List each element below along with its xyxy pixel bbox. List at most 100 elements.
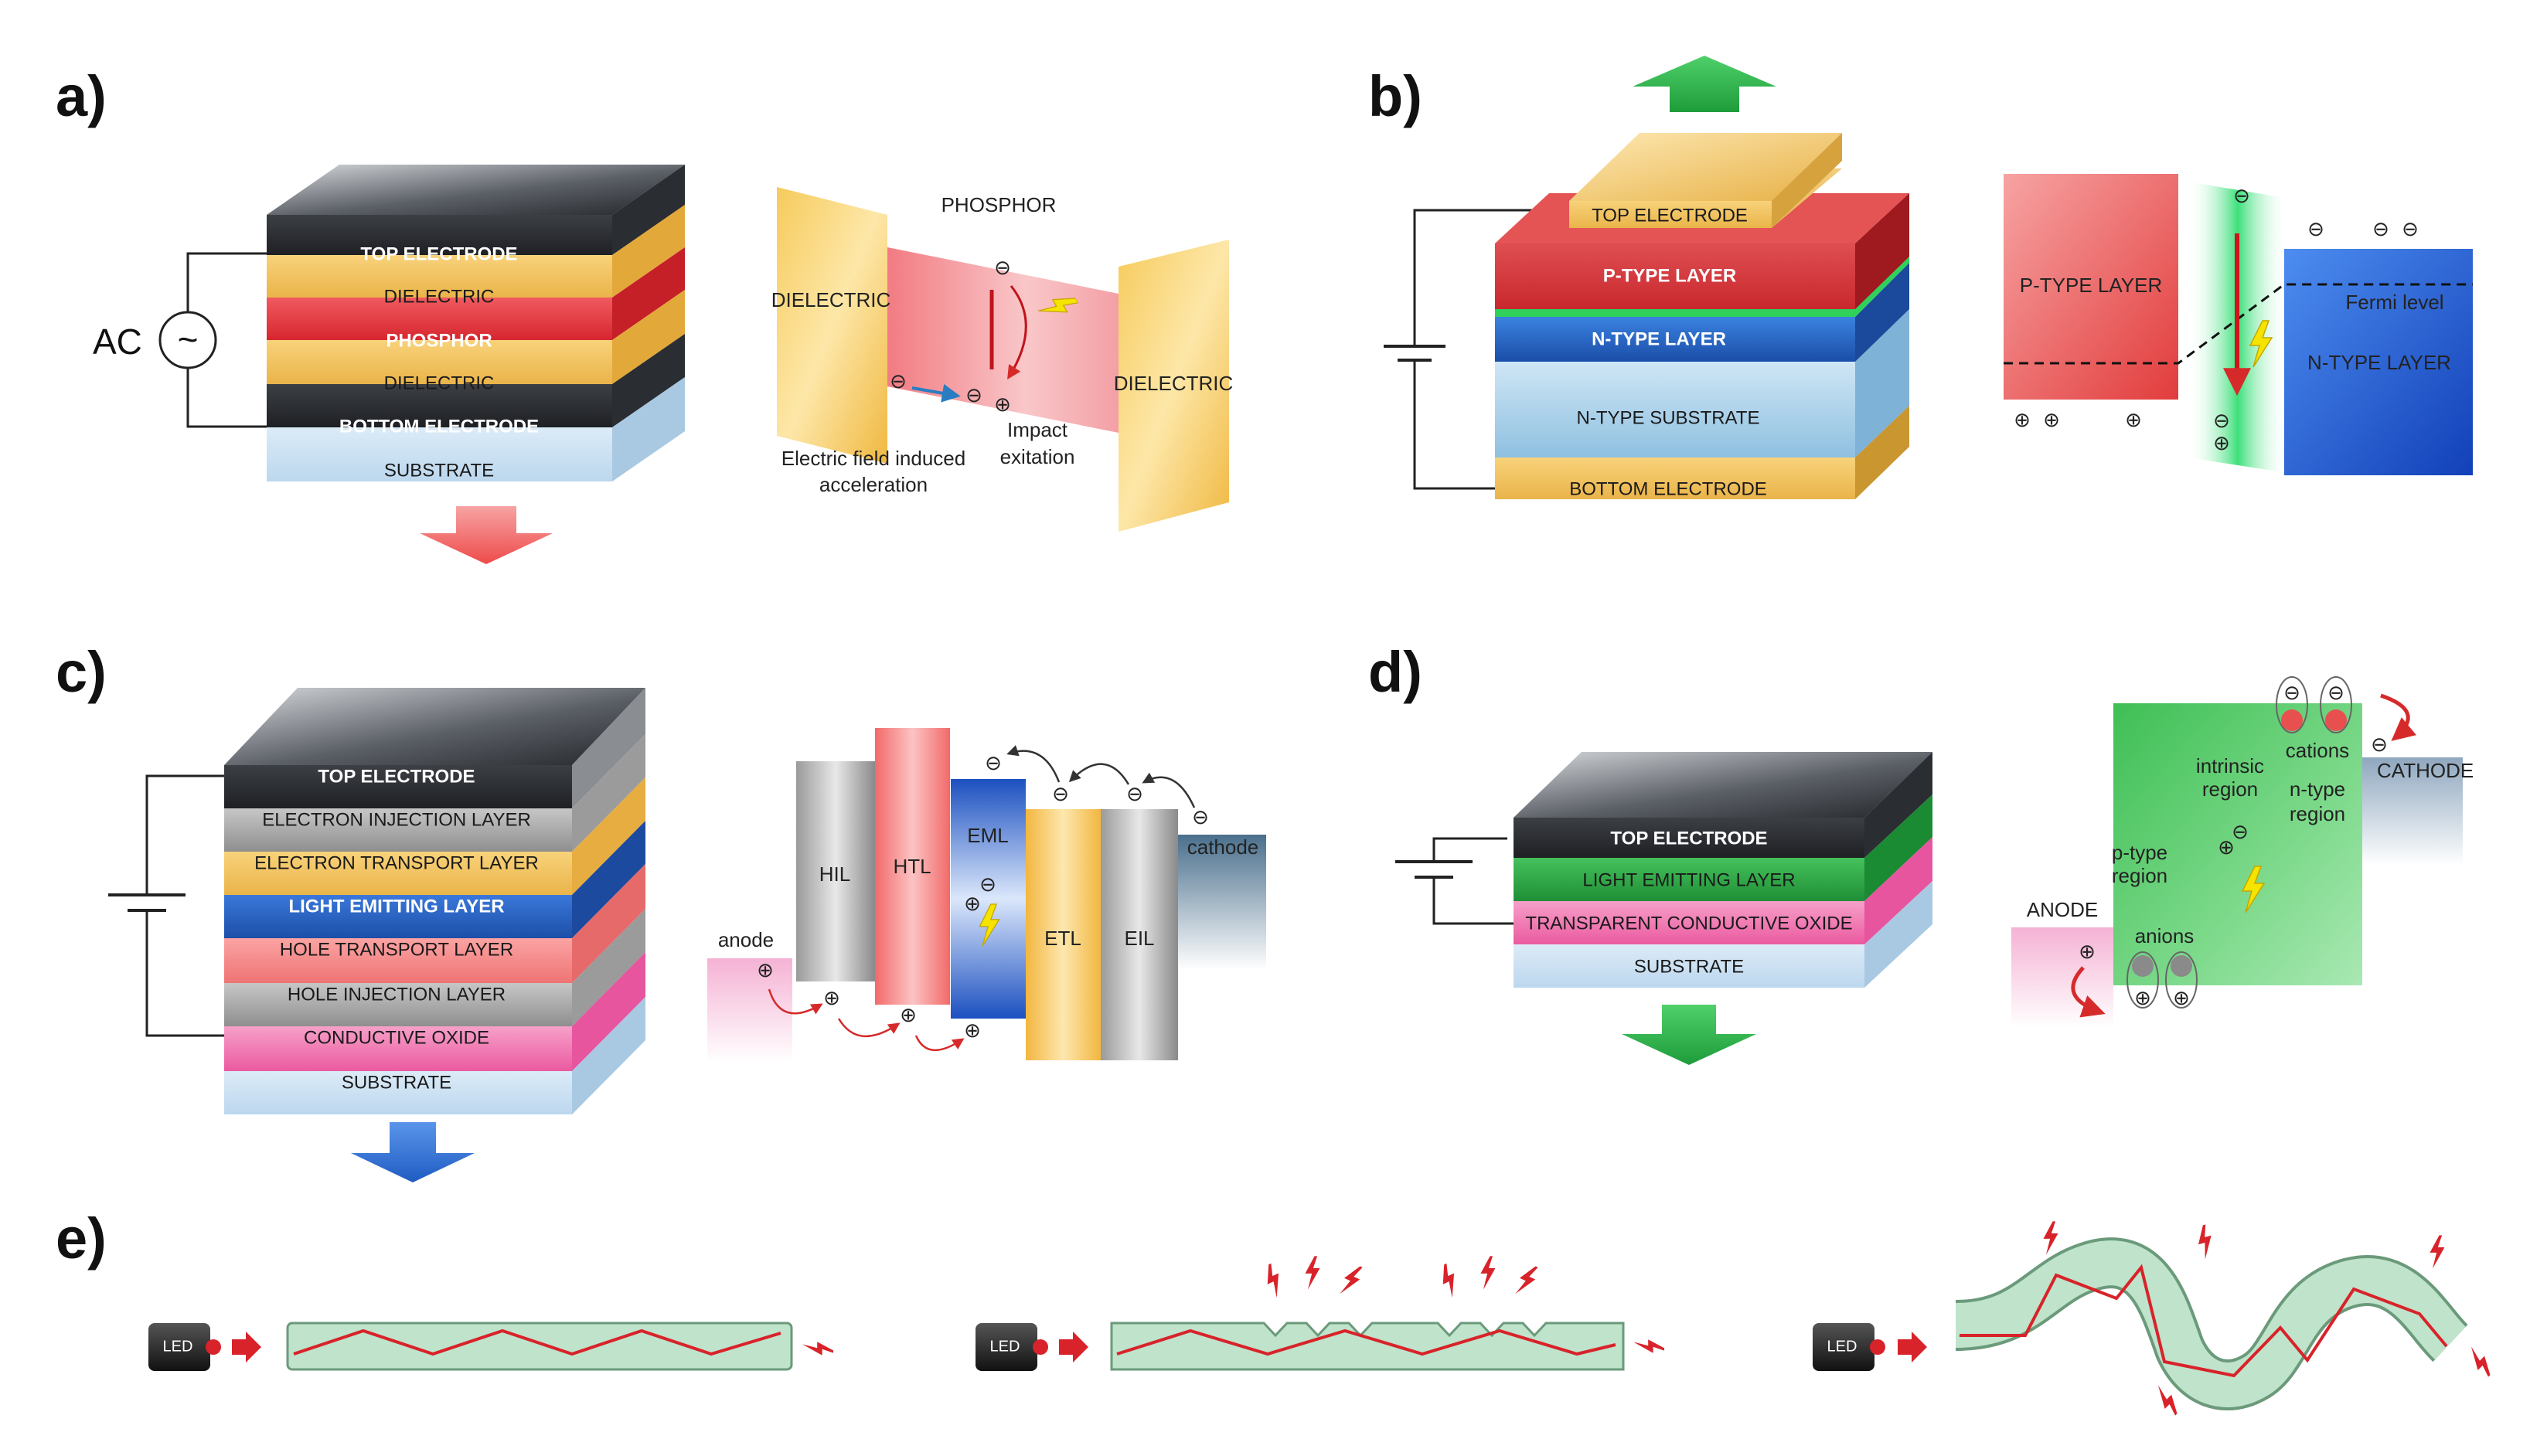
electron-hop-arrow bbox=[1142, 772, 1196, 808]
electron-symbol: ⊖ bbox=[2233, 184, 2250, 207]
band-diagram-d: ANODE CATHODE cations anions intrinsic r… bbox=[2011, 676, 2474, 1028]
intrinsic-label-2: region bbox=[2202, 777, 2258, 801]
eil-label: EIL bbox=[1124, 927, 1154, 950]
led-lens bbox=[1870, 1339, 1885, 1355]
layer-tco-d bbox=[1514, 901, 1864, 944]
hole-symbol: ⊕ bbox=[2014, 408, 2031, 431]
layer-top-electrode-c bbox=[224, 765, 572, 808]
stack-side bbox=[572, 864, 645, 983]
panel-d: d) TOP ELECTRODE LIGHT EMITTING LAYER TR… bbox=[1368, 640, 2474, 1065]
led-label: LED bbox=[163, 1338, 193, 1355]
eml-block bbox=[951, 779, 1026, 1019]
hole-hop-arrow bbox=[914, 1035, 965, 1051]
fermi-level-line bbox=[2004, 283, 2473, 365]
stack-side bbox=[572, 777, 645, 895]
ray-path bbox=[1960, 1264, 2448, 1378]
layer-label: TRANSPARENT CONDUCTIVE OXIDE bbox=[1525, 913, 1852, 934]
fiber-notched: LED bbox=[976, 1256, 1664, 1371]
emission-arrow-down bbox=[351, 1122, 475, 1182]
fiber-bent: LED bbox=[1813, 1221, 2498, 1418]
anode-label: ANODE bbox=[2027, 898, 2098, 921]
hole-symbol: ⊕ bbox=[2079, 940, 2096, 963]
electron-symbol: ⊖ bbox=[994, 256, 1011, 279]
acceleration-arrow bbox=[911, 383, 961, 403]
hole-symbol: ⊕ bbox=[2173, 986, 2190, 1009]
layer-bottom-electrode-a bbox=[267, 384, 612, 427]
top-electrode-front bbox=[1569, 201, 1772, 228]
ac-tilde: ~ bbox=[178, 319, 199, 359]
ac-label: AC bbox=[93, 321, 142, 362]
layer-eml-c bbox=[224, 895, 572, 938]
top-electrode-face bbox=[1569, 133, 1842, 201]
impact-label-1: Impact bbox=[1007, 418, 1068, 441]
stack-side bbox=[572, 952, 645, 1071]
electron-symbol: ⊖ bbox=[2402, 217, 2419, 240]
layer-p-type-b bbox=[1495, 193, 1909, 309]
layer-bottom-electrode-b bbox=[1495, 458, 1855, 499]
layer-htl-c bbox=[224, 938, 572, 983]
layer-label: BOTTOM ELECTRODE bbox=[339, 416, 539, 437]
ptype-label-1: p-type bbox=[2112, 841, 2167, 864]
phosphor-band-label: PHOSPHOR bbox=[942, 193, 1057, 216]
circuit-wire-bottom bbox=[1432, 877, 1514, 925]
electron-symbol: ⊖ bbox=[2327, 681, 2344, 704]
layer-label: TOP ELECTRODE bbox=[360, 243, 517, 264]
layer-label: HOLE INJECTION LAYER bbox=[288, 984, 506, 1005]
layer-etl-c bbox=[224, 852, 572, 895]
layer-label: SUBSTRATE bbox=[1634, 956, 1744, 977]
exit-light-icon bbox=[802, 1342, 833, 1356]
hil-label: HIL bbox=[819, 862, 850, 886]
layer-label: TOP ELECTRODE bbox=[1592, 205, 1748, 226]
panel-a-label: a) bbox=[56, 64, 107, 128]
impact-label-2: exitation bbox=[1000, 445, 1075, 468]
side-light-icon bbox=[1480, 1256, 1496, 1290]
injection-arrow bbox=[1898, 1332, 1927, 1362]
p-type-block bbox=[2004, 174, 2178, 400]
layer-label: CONDUCTIVE OXIDE bbox=[304, 1027, 489, 1048]
electron-symbol: ⊖ bbox=[965, 383, 982, 407]
electron-symbol: ⊖ bbox=[2371, 733, 2388, 756]
panel-c: c) TOP ELECTRODE ELECTRON INJECTION LAYE… bbox=[56, 640, 1266, 1182]
fiber-body bbox=[286, 1322, 793, 1371]
panel-b: b) TOP ELECTRODE P-TYPE LAYER N-TYPE LAY… bbox=[1368, 56, 2473, 499]
fiber-body bbox=[1110, 1322, 1625, 1371]
electron-symbol: ⊖ bbox=[979, 873, 996, 896]
circuit-wire-bottom bbox=[145, 910, 224, 1037]
hole-symbol: ⊕ bbox=[2134, 986, 2151, 1009]
side-light-icon bbox=[1337, 1262, 1365, 1299]
stack-side bbox=[572, 821, 645, 938]
stack-side bbox=[612, 165, 685, 255]
led-lens bbox=[206, 1339, 221, 1355]
eml-label: EML bbox=[967, 824, 1008, 847]
layer-conductive-oxide-c bbox=[224, 1026, 572, 1071]
layer-hil-c bbox=[224, 983, 572, 1026]
stack-side bbox=[1772, 133, 1842, 228]
side-light-icon bbox=[1260, 1262, 1288, 1299]
ntype-label-1: n-type bbox=[2290, 777, 2345, 801]
layer-stack-b: TOP ELECTRODE P-TYPE LAYER N-TYPE LAYER … bbox=[1495, 133, 1909, 499]
hole-symbol: ⊕ bbox=[964, 1019, 981, 1042]
hil-block bbox=[796, 761, 875, 981]
htl-block bbox=[875, 728, 950, 1005]
panel-b-label: b) bbox=[1368, 64, 1422, 128]
ion-pair-outline bbox=[2320, 676, 2352, 733]
led-icon bbox=[976, 1323, 1037, 1371]
electron-symbol: ⊖ bbox=[2372, 217, 2389, 240]
etl-block bbox=[1026, 809, 1101, 1060]
side-light-icon bbox=[1513, 1262, 1541, 1299]
led-label: LED bbox=[1827, 1338, 1857, 1355]
accel-label-2: acceleration bbox=[819, 473, 928, 496]
cation-icon bbox=[2325, 709, 2347, 731]
cation-icon bbox=[2281, 709, 2303, 731]
etl-label: ETL bbox=[1044, 927, 1081, 950]
layer-label: PHOSPHOR bbox=[386, 330, 492, 351]
stack-side bbox=[1855, 193, 1909, 309]
emission-arrow-up bbox=[1633, 56, 1776, 112]
layer-dielectric-a1 bbox=[267, 255, 612, 298]
anode-label: anode bbox=[718, 928, 774, 951]
injection-arrow bbox=[232, 1332, 261, 1362]
electron-symbol: ⊖ bbox=[1192, 805, 1209, 828]
exit-light-icon bbox=[2462, 1344, 2498, 1379]
stack-side bbox=[1855, 309, 1909, 458]
